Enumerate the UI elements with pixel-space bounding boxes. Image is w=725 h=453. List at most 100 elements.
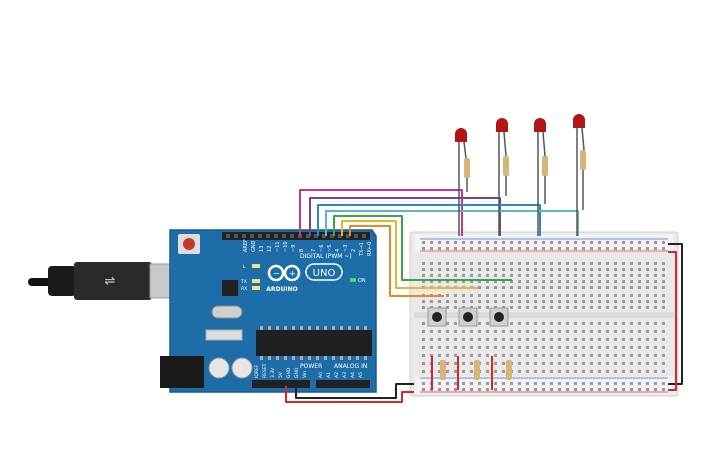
- wire-pin7-led3[interactable]: [317, 204, 541, 236]
- breadboard-hole: [534, 241, 537, 244]
- breadboard-hole: [662, 382, 665, 385]
- breadboard-hole: [638, 300, 641, 303]
- breadboard-hole: [582, 247, 585, 250]
- breadboard-hole: [614, 306, 617, 309]
- breadboard-hole: [566, 362, 569, 365]
- pin-label-9: ~9: [291, 245, 297, 252]
- wire-5v-rail[interactable]: [285, 386, 414, 403]
- push-button-3[interactable]: [489, 307, 509, 327]
- breadboard-hole: [630, 388, 633, 391]
- breadboard-hole: [606, 268, 609, 271]
- breadboard-hole: [574, 322, 577, 325]
- led-1[interactable]: [455, 128, 470, 236]
- breadboard-hole: [454, 241, 457, 244]
- pin-label-2: 2: [351, 249, 357, 252]
- breadboard-hole: [638, 241, 641, 244]
- breadboard-hole: [558, 382, 561, 385]
- breadboard-hole: [470, 388, 473, 391]
- breadboard-hole: [662, 294, 665, 297]
- breadboard-hole: [510, 280, 513, 283]
- breadboard-hole: [542, 306, 545, 309]
- wire-pin6-led4[interactable]: [325, 210, 579, 236]
- breadboard-hole: [462, 338, 465, 341]
- breadboard-hole: [590, 241, 593, 244]
- resistor-button-2: [474, 360, 480, 380]
- breadboard-hole: [438, 354, 441, 357]
- wire-vcc-bridge[interactable]: [668, 251, 677, 391]
- breadboard-hole: [462, 268, 465, 271]
- breadboard-hole: [614, 241, 617, 244]
- led-2[interactable]: [496, 118, 509, 236]
- breadboard-hole: [590, 306, 593, 309]
- breadboard-hole: [662, 247, 665, 250]
- led-rx-indicator: [252, 286, 260, 290]
- breadboard-hole: [518, 280, 521, 283]
- breadboard-hole: [574, 286, 577, 289]
- breadboard-hole: [438, 382, 441, 385]
- breadboard-hole: [526, 322, 529, 325]
- breadboard-hole: [470, 241, 473, 244]
- led-4[interactable]: [573, 114, 586, 236]
- breadboard-hole: [582, 306, 585, 309]
- wire-pin5-button3[interactable]: [333, 215, 512, 281]
- breadboard-hole: [638, 338, 641, 341]
- breadboard-hole: [518, 262, 521, 265]
- breadboard-hole: [662, 268, 665, 271]
- breadboard-hole: [542, 362, 545, 365]
- breadboard-hole: [558, 274, 561, 277]
- breadboard-hole: [430, 274, 433, 277]
- breadboard-hole: [574, 382, 577, 385]
- breadboard-hole: [646, 300, 649, 303]
- push-button-2[interactable]: [458, 307, 478, 327]
- breadboard-hole: [438, 280, 441, 283]
- breadboard-hole: [566, 346, 569, 349]
- breadboard-hole: [582, 294, 585, 297]
- breadboard-hole: [502, 300, 505, 303]
- breadboard-hole: [566, 330, 569, 333]
- breadboard-hole: [494, 274, 497, 277]
- breadboard-hole: [486, 322, 489, 325]
- breadboard-hole: [638, 322, 641, 325]
- breadboard-hole: [654, 294, 657, 297]
- breadboard-hole: [598, 280, 601, 283]
- breadboard-hole: [622, 294, 625, 297]
- breadboard-hole: [638, 274, 641, 277]
- pin-label-reset: RESET: [262, 363, 268, 378]
- breadboard-hole: [526, 286, 529, 289]
- wire-pin3-button1[interactable]: [349, 225, 444, 297]
- pin-label-10: ~10: [283, 241, 289, 252]
- breadboard-hole: [422, 280, 425, 283]
- breadboard-hole: [646, 262, 649, 265]
- breadboard-hole: [646, 306, 649, 309]
- breadboard-hole: [566, 247, 569, 250]
- breadboard-hole: [550, 338, 553, 341]
- breadboard-hole: [486, 370, 489, 373]
- breadboard-hole: [598, 300, 601, 303]
- breadboard-hole: [622, 388, 625, 391]
- push-button-1[interactable]: [427, 307, 447, 327]
- breadboard-hole: [470, 280, 473, 283]
- pin-label-rx0: RX←0: [367, 242, 373, 256]
- wire-pin4-button2[interactable]: [341, 220, 478, 289]
- breadboard-hole: [638, 262, 641, 265]
- breadboard-hole: [622, 346, 625, 349]
- wire-pin9-led1[interactable]: [299, 189, 463, 236]
- wire-gnd-rail[interactable]: [295, 383, 414, 399]
- breadboard-hole: [542, 388, 545, 391]
- breadboard-hole: [422, 354, 425, 357]
- breadboard-hole: [526, 346, 529, 349]
- breadboard-hole: [502, 241, 505, 244]
- breadboard-hole: [614, 280, 617, 283]
- breadboard-hole: [422, 241, 425, 244]
- breadboard-hole: [662, 362, 665, 365]
- wire-pin8-led2[interactable]: [309, 197, 501, 236]
- breadboard-hole: [622, 382, 625, 385]
- breadboard-hole: [574, 300, 577, 303]
- breadboard-hole: [558, 346, 561, 349]
- breadboard-hole: [422, 346, 425, 349]
- breadboard-hole: [558, 362, 561, 365]
- breadboard-hole: [606, 330, 609, 333]
- resistor-led-3: [542, 156, 548, 176]
- led-3[interactable]: [534, 118, 548, 236]
- breadboard-hole: [550, 241, 553, 244]
